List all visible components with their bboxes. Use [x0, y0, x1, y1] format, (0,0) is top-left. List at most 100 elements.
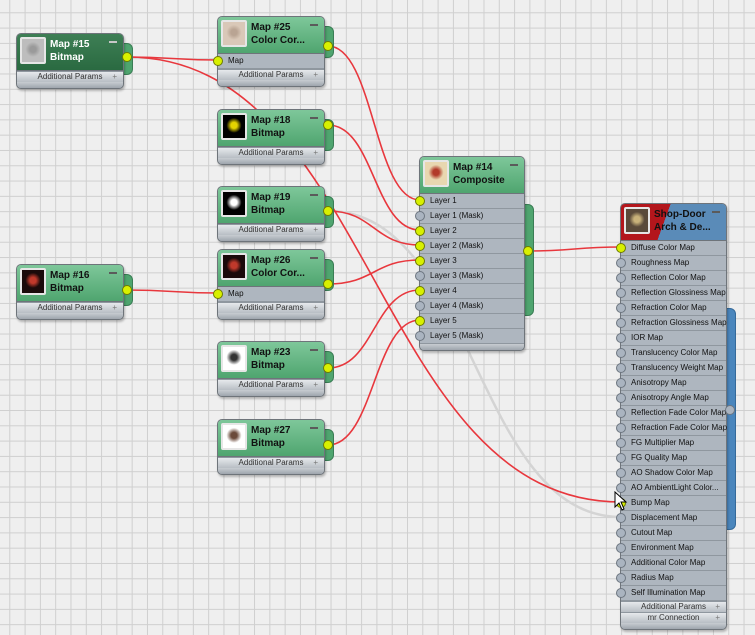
- expand-plus-icon[interactable]: +: [313, 148, 318, 157]
- rollout-additional-params[interactable]: Additional Params+: [218, 224, 324, 235]
- input-socket[interactable]: [616, 333, 626, 343]
- resize-grip[interactable]: [218, 80, 324, 86]
- input-socket[interactable]: [616, 558, 626, 568]
- expand-plus-icon[interactable]: +: [715, 613, 720, 622]
- input-socket[interactable]: [415, 316, 425, 326]
- wire-map16-to-map26[interactable]: [126, 289, 219, 294]
- wire-map15-to-material[interactable]: [126, 56, 622, 503]
- thumbnail-preview[interactable]: [20, 37, 46, 64]
- input-slot[interactable]: Displacement Map: [616, 511, 726, 526]
- thumbnail-preview[interactable]: [221, 20, 247, 47]
- output-socket[interactable]: [323, 363, 333, 373]
- resize-grip[interactable]: [218, 158, 324, 164]
- minimize-icon[interactable]: [310, 257, 318, 259]
- input-socket[interactable]: [616, 573, 626, 583]
- input-slot[interactable]: Radius Map: [616, 571, 726, 586]
- input-socket[interactable]: [616, 393, 626, 403]
- rollout-additional-params[interactable]: Additional Params+: [218, 379, 324, 390]
- output-socket[interactable]: [122, 52, 132, 62]
- input-slot[interactable]: Refraction Color Map: [616, 301, 726, 316]
- minimize-icon[interactable]: [310, 117, 318, 119]
- input-socket[interactable]: [415, 241, 425, 251]
- input-slot[interactable]: Layer 1 (Mask): [415, 209, 524, 224]
- minimize-icon[interactable]: [109, 41, 117, 43]
- input-slot[interactable]: Roughness Map: [616, 256, 726, 271]
- input-slot[interactable]: AO Shadow Color Map: [616, 466, 726, 481]
- wire-map15-to-map25[interactable]: [126, 56, 219, 61]
- output-socket[interactable]: [323, 279, 333, 289]
- input-socket[interactable]: [415, 301, 425, 311]
- input-socket[interactable]: [616, 438, 626, 448]
- resize-grip[interactable]: [17, 313, 123, 319]
- input-slot[interactable]: Layer 3: [415, 254, 524, 269]
- expand-plus-icon[interactable]: +: [313, 303, 318, 312]
- output-socket[interactable]: [323, 206, 333, 216]
- resize-grip[interactable]: [218, 390, 324, 396]
- input-slot[interactable]: Map: [213, 54, 324, 69]
- input-slot[interactable]: Layer 1: [415, 194, 524, 209]
- input-socket[interactable]: [616, 348, 626, 358]
- output-socket[interactable]: [523, 246, 533, 256]
- wire-map19-to-map14[interactable]: [327, 210, 421, 246]
- rollout-additional-params[interactable]: Additional Params+: [218, 69, 324, 80]
- input-socket[interactable]: [616, 453, 626, 463]
- input-slot[interactable]: Layer 2: [415, 224, 524, 239]
- input-slot[interactable]: Map: [213, 287, 324, 302]
- output-socket[interactable]: [323, 120, 333, 130]
- wire-map14-to-material[interactable]: [527, 246, 622, 252]
- input-socket[interactable]: [616, 258, 626, 268]
- input-slot[interactable]: Self Illumination Map: [616, 586, 726, 601]
- rollout-additional-params[interactable]: Additional Params+: [218, 302, 324, 313]
- resize-grip[interactable]: [218, 468, 324, 474]
- input-socket[interactable]: [616, 378, 626, 388]
- input-slot[interactable]: Refraction Glossiness Map: [616, 316, 727, 331]
- output-socket[interactable]: [323, 41, 333, 51]
- input-slot[interactable]: Environment Map: [616, 541, 726, 556]
- expand-plus-icon[interactable]: +: [313, 458, 318, 467]
- input-slot[interactable]: Diffuse Color Map: [616, 241, 726, 256]
- wire-map26-to-map14[interactable]: [327, 259, 421, 285]
- output-socket[interactable]: [725, 405, 735, 415]
- input-socket[interactable]: [616, 423, 626, 433]
- rollout-mr-connection[interactable]: mr Connection+: [621, 612, 726, 623]
- input-socket[interactable]: [415, 286, 425, 296]
- minimize-icon[interactable]: [109, 272, 117, 274]
- input-slot[interactable]: Anisotropy Map: [616, 376, 726, 391]
- thumbnail-preview[interactable]: [221, 253, 247, 280]
- thumbnail-preview[interactable]: [221, 190, 247, 217]
- resize-grip[interactable]: [420, 344, 524, 350]
- rollout-additional-params[interactable]: Additional Params+: [17, 71, 123, 82]
- minimize-icon[interactable]: [712, 211, 720, 213]
- thumbnail-preview[interactable]: [20, 268, 46, 295]
- expand-plus-icon[interactable]: +: [715, 602, 720, 611]
- resize-grip[interactable]: [621, 623, 726, 629]
- rollout-additional-params[interactable]: Additional Params+: [218, 147, 324, 158]
- minimize-icon[interactable]: [310, 24, 318, 26]
- input-slot[interactable]: Bump Map: [616, 496, 726, 511]
- input-socket[interactable]: [415, 226, 425, 236]
- wire-map18-to-map14[interactable]: [327, 124, 421, 231]
- input-socket[interactable]: [616, 543, 626, 553]
- input-slot[interactable]: Reflection Color Map: [616, 271, 726, 286]
- minimize-icon[interactable]: [310, 349, 318, 351]
- minimize-icon[interactable]: [310, 194, 318, 196]
- input-slot[interactable]: Additional Color Map: [616, 556, 726, 571]
- output-socket[interactable]: [323, 440, 333, 450]
- rollout-additional-params[interactable]: Additional Params+: [17, 302, 123, 313]
- wire-map25-to-map14[interactable]: [327, 45, 421, 201]
- input-slot[interactable]: IOR Map: [616, 331, 726, 346]
- resize-grip[interactable]: [218, 313, 324, 319]
